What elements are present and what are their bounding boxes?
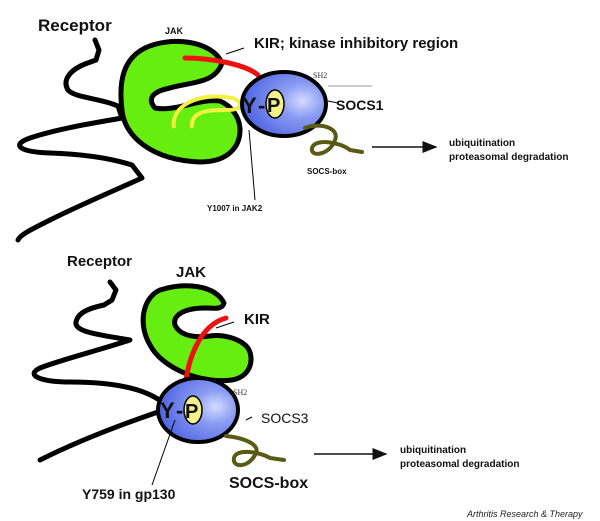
top-kir-pointer bbox=[225, 47, 245, 55]
bottom-phosphate-label: P bbox=[185, 401, 198, 423]
top-phosphate-label: P bbox=[267, 95, 280, 117]
top-dash: - bbox=[258, 93, 265, 118]
bottom-site-pointer bbox=[151, 419, 176, 486]
bottom-dash: - bbox=[176, 398, 183, 423]
bottom-socs3-pointer bbox=[245, 416, 253, 421]
top-sh2-label: SH2 bbox=[313, 71, 327, 80]
top-jak-label: JAK bbox=[165, 26, 184, 36]
bottom-socs3-label: SOCS3 bbox=[261, 410, 309, 426]
bottom-kir-label: KIR bbox=[244, 311, 270, 328]
top-tyrosine-label: Y bbox=[242, 93, 257, 118]
bottom-panel: Y - P Receptor JAK KIR SH2 SOCS3 SOCS-bo… bbox=[31, 253, 519, 502]
bottom-receptor-chain bbox=[31, 279, 165, 463]
bottom-phosphate-bubble bbox=[183, 395, 203, 425]
bottom-jak-label: JAK bbox=[176, 264, 206, 281]
top-phosphate-bubble bbox=[265, 89, 285, 119]
top-socs-box-label: SOCS-box bbox=[307, 167, 347, 176]
top-kir-segment bbox=[182, 55, 261, 78]
bottom-kir-pointer bbox=[215, 321, 235, 329]
top-jak-shape[interactable] bbox=[118, 38, 243, 165]
bottom-site-label: Y759 in gp130 bbox=[82, 486, 176, 502]
top-site-label: Y1007 in JAK2 bbox=[207, 204, 263, 213]
bottom-outcome-line1: ubiquitination bbox=[400, 445, 466, 456]
top-socs-box-tail bbox=[303, 123, 364, 156]
top-receptor-label: Receptor bbox=[38, 16, 112, 35]
top-socs1-pointer bbox=[327, 100, 339, 104]
top-receptor-chain bbox=[15, 37, 145, 243]
bottom-socs-box-label: SOCS-box bbox=[229, 475, 308, 492]
top-outcome-line2: proteasomal degradation bbox=[449, 152, 568, 163]
top-outcome-line1: ubiquitination bbox=[449, 138, 515, 149]
top-kir-label: KIR; kinase inhibitory region bbox=[254, 35, 458, 52]
top-site-pointer bbox=[248, 129, 256, 201]
top-panel: Y - P Receptor JAK KIR; kinase inhibitor… bbox=[15, 16, 568, 243]
bottom-sh2-label: SH2 bbox=[233, 388, 247, 397]
bottom-receptor-label: Receptor bbox=[67, 253, 132, 270]
bottom-jak-shape[interactable] bbox=[140, 283, 254, 384]
bottom-outcome-line2: proteasomal degradation bbox=[400, 459, 519, 470]
journal-credit: Arthritis Research & Therapy bbox=[466, 509, 583, 519]
top-socs1-label: SOCS1 bbox=[336, 97, 384, 113]
bottom-tyrosine-label: Y bbox=[160, 398, 175, 423]
bottom-socs-box-tail bbox=[224, 434, 286, 468]
